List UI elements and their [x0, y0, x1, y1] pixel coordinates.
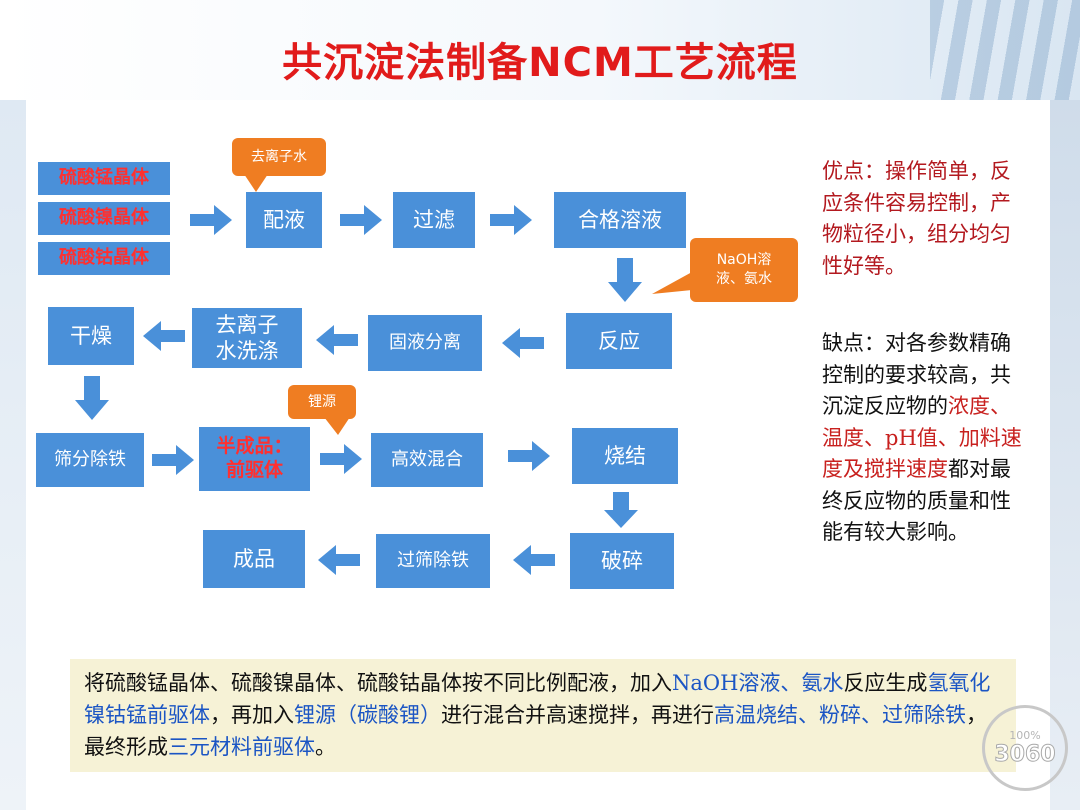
- arrow-left-icon: [502, 328, 544, 358]
- callout-naoh-line1: NaOH溶: [716, 252, 772, 269]
- header-stripes: [930, 0, 1080, 100]
- step-guoshai: 过筛除铁: [376, 534, 490, 588]
- summary-h2: 氢氧化镍钴锰前驱体: [84, 671, 991, 727]
- watermark-number: 3060: [994, 742, 1056, 768]
- arrow-right-icon: [152, 445, 194, 475]
- right-margin-band: [1050, 100, 1080, 810]
- arrow-down-icon: [75, 376, 109, 420]
- summary-h5: 三元材料前驱体: [168, 735, 315, 759]
- left-margin-band: [0, 100, 26, 810]
- watermark-stamp: 100% 3060: [982, 705, 1068, 791]
- callout-lithium-tail: [324, 417, 350, 435]
- summary-p6: 。: [315, 735, 336, 759]
- callout-water-tail: [244, 174, 268, 192]
- step-posui: 破碎: [570, 533, 674, 589]
- callout-water-text: 去离子水: [251, 148, 307, 165]
- watermark-top: 100%: [1009, 729, 1041, 742]
- step-chengpin: 成品: [203, 530, 305, 588]
- step-guye: 固液分离: [368, 315, 482, 371]
- material-co: 硫酸钴晶体: [38, 242, 170, 275]
- arrow-right-icon: [320, 444, 362, 474]
- step-xidi: 去离子 水洗涤: [192, 308, 302, 368]
- summary-p4: 进行混合并高速搅拌，再进行: [441, 703, 714, 727]
- callout-water: 去离子水: [232, 138, 326, 176]
- step-fanying: 反应: [566, 313, 672, 369]
- summary-p1: 将硫酸锰晶体、硫酸镍晶体、硫酸钴晶体按不同比例配液，加入: [84, 671, 672, 695]
- header-background: [0, 0, 1080, 100]
- summary-h3: 锂源（碳酸锂）: [294, 703, 441, 727]
- step-shaojie: 烧结: [572, 428, 678, 484]
- arrow-left-icon: [143, 321, 185, 351]
- slide-title: 共沉淀法制备NCM工艺流程: [282, 40, 798, 86]
- summary-h4: 高温烧结、粉碎、过筛除铁: [714, 703, 966, 727]
- callout-lithium-text: 锂源: [308, 393, 336, 410]
- disadvantages-highlight: 浓度、温度、pH值、加料速度及搅拌速度: [822, 394, 1022, 481]
- arrow-right-icon: [508, 441, 550, 471]
- arrow-right-icon: [190, 205, 232, 235]
- step-ganzao: 干燥: [48, 307, 134, 365]
- material-ni: 硫酸镍晶体: [38, 202, 170, 235]
- callout-lithium: 锂源: [288, 385, 356, 419]
- arrow-down-icon: [608, 258, 642, 302]
- step-gaoxiao: 高效混合: [371, 433, 483, 487]
- callout-naoh-tail: [652, 272, 692, 294]
- arrow-right-icon: [490, 205, 532, 235]
- step-banchengpin-line2: 前驱体: [225, 459, 283, 481]
- step-peiye: 配液: [246, 192, 322, 248]
- step-banchengpin-line1: 半成品：: [216, 435, 293, 458]
- summary-p3: ，再加入: [210, 703, 294, 727]
- arrow-left-icon: [318, 545, 360, 575]
- advantages-text: 优点：操作简单，反应条件容易控制，产物粒径小，组分均匀性好等。: [822, 159, 1011, 278]
- step-xidi-line2: 水洗涤: [215, 339, 279, 363]
- step-hege: 合格溶液: [554, 192, 686, 248]
- disadvantages-part1: 缺点：对各参数精确控制的要求较高，共沉淀反应物的: [822, 331, 1011, 418]
- summary-p5: ，最终形成: [84, 703, 987, 759]
- summary-h1: NaOH溶液、氨水: [672, 671, 844, 695]
- material-mn: 硫酸锰晶体: [38, 162, 170, 195]
- step-guolv: 过滤: [393, 192, 475, 248]
- arrow-right-icon: [340, 205, 382, 235]
- step-xidi-line1: 去离子: [215, 312, 279, 337]
- summary-box: 将硫酸锰晶体、硫酸镍晶体、硫酸钴晶体按不同比例配液，加入NaOH溶液、氨水反应生…: [70, 659, 1016, 772]
- summary-p2: 反应生成: [843, 671, 928, 695]
- arrow-left-icon: [513, 545, 555, 575]
- arrow-down-icon: [604, 492, 638, 528]
- step-banchengpin: 半成品： 前驱体: [199, 427, 310, 491]
- disadvantages-part2: 都对最终反应物的质量和性能有较大影响。: [822, 457, 1011, 544]
- callout-naoh-line2: 液、氨水: [716, 271, 772, 287]
- arrow-left-icon: [316, 325, 358, 355]
- disadvantages-text: 缺点：对各参数精确控制的要求较高，共沉淀反应物的浓度、温度、pH值、加料速度及搅…: [822, 328, 1022, 549]
- step-shaifen: 筛分除铁: [36, 433, 144, 487]
- callout-naoh: NaOH溶 液、氨水: [690, 238, 798, 302]
